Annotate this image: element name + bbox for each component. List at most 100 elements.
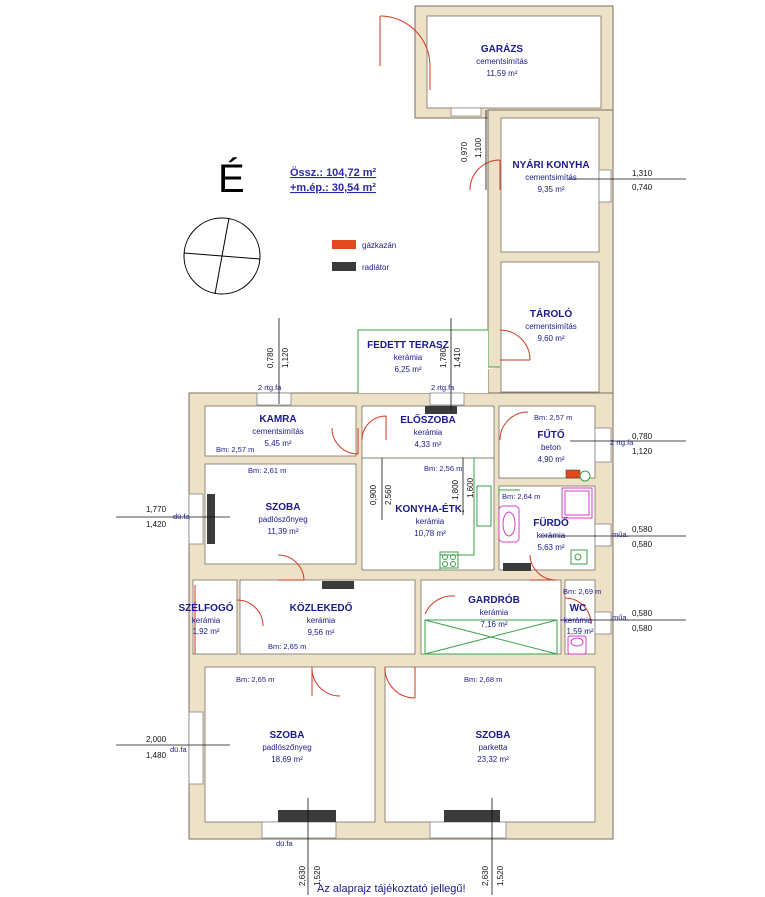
window-note-rtg3: 2 rtg.fa [610, 438, 634, 447]
dimension-lines [116, 110, 686, 895]
dim-summer-kitchen-a: 1,310 [632, 169, 653, 178]
window-note-mua2: műa. [612, 613, 629, 622]
room-boiler-room: FŰTŐ beton 4,90 m² [537, 428, 565, 464]
room-material: kerámia [394, 353, 423, 362]
dim-kitchen-b: 2,560 [384, 484, 393, 505]
dim-garage-a: 0,970 [460, 141, 469, 162]
room-wardrobe: GARDRÓB kerámia 7,16 m² [468, 593, 520, 629]
room-area: 11,39 m² [268, 527, 299, 536]
room-area: 6,25 m² [394, 365, 421, 374]
north-compass-icon [183, 217, 261, 295]
total-area: Össz.: 104,72 m² [290, 166, 377, 179]
windows [188, 107, 612, 839]
room-area: 4,90 m² [537, 455, 564, 464]
room-area: 18,69 m² [271, 755, 303, 764]
dim-bottom2-b: 1,520 [496, 865, 505, 886]
dim-bath-b: 0,580 [632, 540, 653, 549]
room-bedroom-2: SZOBA padlószőnyeg 18,69 m² [262, 730, 311, 764]
additional-area: +m.ép.: 30,54 m² [290, 182, 376, 194]
room-area: 10,78 m² [414, 529, 446, 538]
north-label: É [218, 156, 245, 201]
room-material: kerámia [537, 531, 566, 540]
window-note-rtg1: 2 rtg.fa [258, 383, 282, 392]
dim-wc-a: 0,580 [632, 609, 653, 618]
room-name: SZOBA [476, 730, 511, 741]
height-boiler-room: Bm: 2,57 m [534, 413, 572, 422]
dim-garage-b: 1,100 [474, 137, 483, 158]
room-area: 9,56 m² [307, 628, 334, 637]
room-summer-kitchen: NYÁRI KONYHA cementsimítás 9,35 m² [512, 158, 589, 194]
height-wc: Bm: 2,69 m [563, 587, 601, 596]
bathroom-fixtures [498, 487, 593, 655]
room-name: GARDRÓB [468, 593, 520, 606]
room-material: parketta [479, 743, 508, 752]
height-corridor: Bm: 2,65 m [268, 642, 306, 651]
room-material: padlószőnyeg [262, 743, 311, 752]
room-interiors [192, 15, 602, 823]
room-name: SZOBA [270, 730, 305, 741]
room-name: SZOBA [266, 502, 301, 513]
room-name: TÁROLÓ [530, 307, 572, 320]
height-kitchen: Bm: 2,56 m [424, 464, 462, 473]
room-name: SZÉLFOGÓ [179, 601, 234, 614]
room-area: 1,92 m² [192, 627, 219, 636]
legend-label-radiator: radiátor [362, 263, 389, 272]
window-note-rtg2: 2 rtg.fa [431, 383, 455, 392]
kitchen-fixtures [424, 458, 588, 655]
room-garage: GARÁZS cementsimítás 11,59 m² [476, 42, 528, 78]
dim-boiler-room-b: 1,120 [632, 447, 653, 456]
dim-bottom2-a: 2,630 [481, 865, 490, 886]
dim-room2-a: 2,000 [146, 735, 167, 744]
window-note-dufa3: dü.fa [276, 839, 294, 848]
dim-boiler-room-a: 0,780 [632, 432, 653, 441]
room-bathroom: FÜRDŐ kerámia 5,63 m² [533, 516, 569, 552]
room-name: WC [570, 603, 587, 614]
room-material: padlószőnyeg [258, 515, 307, 524]
room-material: kerámia [192, 616, 221, 625]
room-material: kerámia [564, 616, 593, 625]
room-bedroom-3: SZOBA parketta 23,32 m² [476, 730, 511, 764]
dim-kitchen-a: 0,900 [369, 484, 378, 505]
dim-summer-kitchen-b: 0,740 [632, 183, 653, 192]
room-kitchen: KONYHA-ÉTK. kerámia 10,78 m² [395, 502, 465, 538]
room-area: 1,59 m² [566, 627, 593, 636]
room-bedroom-1: SZOBA padlószőnyeg 11,39 m² [258, 502, 307, 536]
dim-bottom1-a: 2,630 [298, 865, 307, 886]
dim-kitchen2-b: 1,600 [466, 477, 475, 498]
legend-swatch-radiator [332, 262, 356, 271]
disclaimer: Az alaprajz tájékoztató jellegű! [317, 883, 466, 895]
legend-swatch-boiler [332, 240, 356, 249]
terrace-floor [358, 330, 488, 393]
height-bedroom-1: Bm: 2,61 m [248, 466, 286, 475]
doors [194, 15, 592, 699]
room-name: GARÁZS [481, 42, 524, 55]
legend-label-boiler: gázkazán [362, 241, 396, 250]
radiators [207, 406, 531, 822]
room-wc: WC kerámia 1,59 m² [564, 603, 594, 636]
room-area: 5,45 m² [264, 439, 291, 448]
room-area: 9,60 m² [537, 334, 564, 343]
dim-hall-b: 1,410 [453, 347, 462, 368]
window-note-dufa2: dü.fa [170, 745, 188, 754]
dim-pantry-b: 1,120 [281, 347, 290, 368]
dim-hall-a: 1,780 [439, 347, 448, 368]
room-name: FÜRDŐ [533, 516, 569, 529]
room-hall: ELŐSZOBA kerámia 4,33 m² [400, 413, 456, 449]
room-name: FEDETT TERASZ [367, 340, 449, 351]
room-name: KAMRA [259, 414, 296, 425]
room-area: 9,35 m² [537, 185, 564, 194]
room-name: ELŐSZOBA [400, 413, 456, 426]
room-area: 4,33 m² [414, 440, 441, 449]
legend: gázkazán radiátor [332, 240, 396, 272]
height-bedroom-3: Bm: 2,68 m [464, 675, 502, 684]
room-vestibule: SZÉLFOGÓ kerámia 1,92 m² [179, 601, 234, 636]
dim-wc-b: 0,580 [632, 624, 653, 633]
room-material: kerámia [414, 428, 443, 437]
room-covered-terrace: FEDETT TERASZ kerámia 6,25 m² [367, 340, 449, 374]
dim-room1-a: 1,770 [146, 505, 167, 514]
dim-room2-b: 1,480 [146, 751, 167, 760]
room-material: cementsimítás [525, 322, 577, 331]
room-name: KONYHA-ÉTK. [395, 502, 465, 515]
room-name: NYÁRI KONYHA [512, 158, 589, 171]
height-pantry: Bm: 2,57 m [216, 445, 254, 454]
